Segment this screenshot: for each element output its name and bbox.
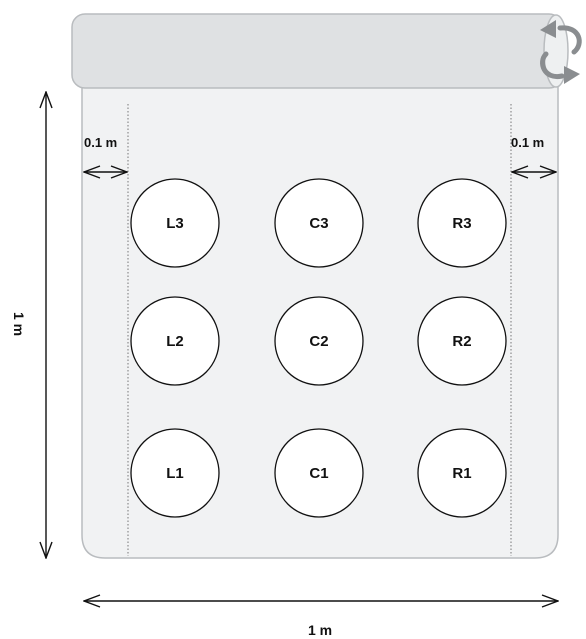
sample-label: C2 (309, 333, 328, 350)
roll (71, 13, 569, 89)
sample-circle-r1: R1 (417, 428, 507, 518)
sample-circle-c1: C1 (274, 428, 364, 518)
left-margin-label: 0.1 m (84, 135, 117, 150)
sample-circle-c2: C2 (274, 296, 364, 386)
sample-label: C3 (309, 215, 328, 232)
right-margin-label: 0.1 m (511, 135, 544, 150)
rotate-arrows-icon (540, 20, 582, 84)
sample-label: L3 (166, 215, 184, 232)
sample-label: C1 (309, 465, 328, 482)
sample-label: R1 (452, 465, 471, 482)
sample-circle-r3: R3 (417, 178, 507, 268)
width-label: 1 m (308, 622, 332, 638)
sample-circle-r2: R2 (417, 296, 507, 386)
sample-label: R2 (452, 333, 471, 350)
sample-label: R3 (452, 215, 471, 232)
height-label: 1 m (11, 312, 27, 336)
sample-circle-c3: C3 (274, 178, 364, 268)
sample-circle-l2: L2 (130, 296, 220, 386)
sample-label: L1 (166, 465, 184, 482)
sample-circle-l3: L3 (130, 178, 220, 268)
sample-circles: L3 C3 R3 L2 C2 R2 L1 C1 (130, 178, 507, 518)
sample-label: L2 (166, 333, 184, 350)
sample-circle-l1: L1 (130, 428, 220, 518)
